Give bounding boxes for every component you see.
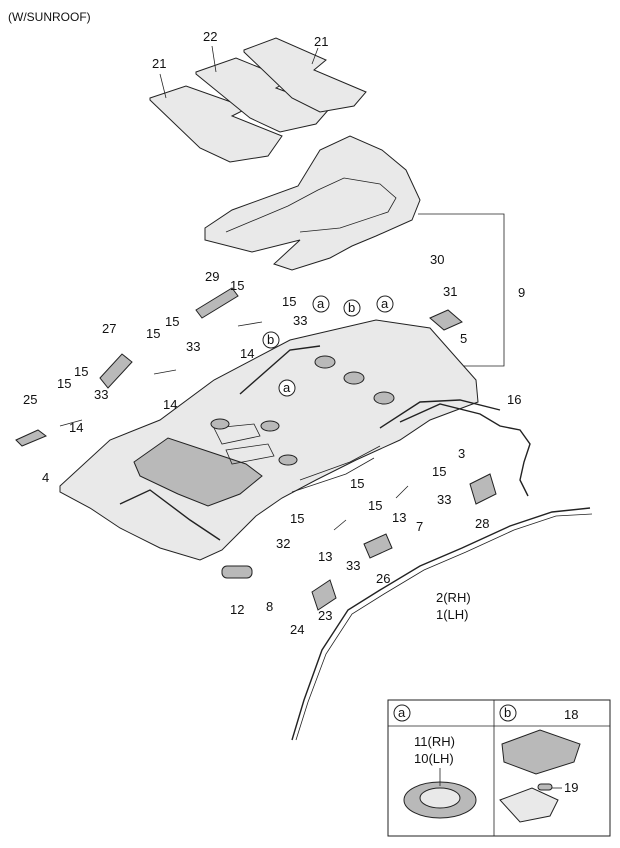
assist-handle-13a	[395, 485, 409, 499]
upper-pad-body	[204, 135, 421, 271]
callout-33-b: 33	[186, 339, 200, 354]
callout-25: 25	[23, 392, 37, 407]
bracket-26	[363, 533, 393, 559]
callout-23: 23	[318, 608, 332, 623]
bracket-27	[99, 353, 133, 389]
callout-14-a: 14	[240, 346, 254, 361]
legend-a-lh: 10(LH)	[414, 751, 454, 766]
ref-b-2: b	[267, 332, 274, 347]
callout-26: 26	[376, 571, 390, 586]
callout-31: 31	[443, 284, 457, 299]
callout-15-a: 15	[230, 278, 244, 293]
legend-frame	[387, 699, 611, 837]
bracket-23	[311, 579, 337, 611]
callout-5: 5	[460, 331, 467, 346]
callout-33-e: 33	[346, 558, 360, 573]
callout-4: 4	[42, 470, 49, 485]
room-lamp-a-lens	[419, 787, 461, 809]
callout-21-left: 21	[152, 56, 166, 71]
callout-14-c: 14	[69, 420, 83, 435]
pad-21-left	[149, 85, 283, 163]
legend-a-tag: a	[398, 705, 406, 720]
callout-15-e: 15	[74, 364, 88, 379]
callout-1-lh: 1(LH)	[436, 607, 469, 622]
callout-21-right: 21	[314, 34, 328, 49]
callout-labels: 21 22 21 30 31 9 5 29 15 15 33 27 15 15 …	[23, 29, 525, 637]
callout-7: 7	[416, 519, 423, 534]
sunroof-opening	[133, 437, 263, 507]
callout-33-a: 33	[293, 313, 307, 328]
room-lamp-b	[501, 729, 581, 775]
callout-9: 9	[518, 285, 525, 300]
callout-15-d: 15	[165, 314, 179, 329]
curtain-airbag	[291, 507, 591, 741]
lamp-hole-left	[210, 418, 230, 430]
callout-14-b: 14	[163, 397, 177, 412]
main-headliner	[59, 319, 501, 561]
callout-33-d: 33	[437, 492, 451, 507]
callout-15-c: 15	[146, 326, 160, 341]
headliner-upper-pad	[204, 135, 505, 367]
legend-a-rh: 11(RH)	[414, 734, 455, 749]
legend-b-tag: b	[504, 705, 511, 720]
lamp-12	[221, 565, 253, 579]
assist-handle-13b	[333, 519, 347, 531]
lamp-hole-a3	[278, 454, 298, 466]
assist-handle-14c	[59, 419, 83, 427]
callout-29: 29	[205, 269, 219, 284]
ref-a-2: a	[381, 296, 389, 311]
callout-15-h: 15	[350, 476, 364, 491]
callout-12: 12	[230, 602, 244, 617]
headliner-wiring	[119, 345, 501, 541]
callout-15-f: 15	[57, 376, 71, 391]
lamp-hole-b1	[343, 371, 365, 385]
callout-15-j: 15	[290, 511, 304, 526]
callout-2-rh: 2(RH)	[436, 590, 471, 605]
assist-handle-14a	[237, 321, 263, 327]
callout-30: 30	[430, 252, 444, 267]
lamp-hole-a2	[373, 391, 395, 405]
callout-22: 22	[203, 29, 217, 44]
bulb-19	[537, 783, 553, 791]
lamp-hole-b2	[260, 420, 280, 432]
legend-b-part: 18	[564, 707, 578, 722]
callout-15-i: 15	[368, 498, 382, 513]
callout-24: 24	[290, 622, 304, 637]
callout-15-g: 15	[432, 464, 446, 479]
callout-16: 16	[507, 392, 521, 407]
pad-21-right	[243, 37, 367, 113]
callout-27: 27	[102, 321, 116, 336]
circle-references: a b a b a	[262, 295, 394, 397]
lamp-30	[429, 309, 463, 331]
bracket-29	[195, 287, 239, 319]
insulation-pads	[149, 37, 367, 163]
callout-15-b: 15	[282, 294, 296, 309]
callout-33-c: 33	[94, 387, 108, 402]
callout-13-b: 13	[318, 549, 332, 564]
wiring-harness-16	[399, 403, 531, 497]
assist-handle-14b	[153, 369, 177, 375]
legend-b-bulb: 19	[564, 780, 578, 795]
detail-legend: a b 18 11(RH) 10(LH) 19	[387, 699, 611, 837]
ref-a-1: a	[317, 296, 325, 311]
bracket-25	[15, 429, 47, 447]
ref-a-3: a	[283, 380, 291, 395]
small-parts	[15, 287, 497, 611]
callout-3: 3	[458, 446, 465, 461]
callout-32: 32	[276, 536, 290, 551]
callout-8: 8	[266, 599, 273, 614]
ref-b-1: b	[348, 300, 355, 315]
diagram-title: (W/SUNROOF)	[8, 10, 91, 24]
room-lamp-b-lens	[499, 787, 559, 823]
lamp-hole-a1	[314, 355, 336, 369]
bracket-28	[469, 473, 497, 505]
callout-13-a: 13	[392, 510, 406, 525]
callout-28: 28	[475, 516, 489, 531]
